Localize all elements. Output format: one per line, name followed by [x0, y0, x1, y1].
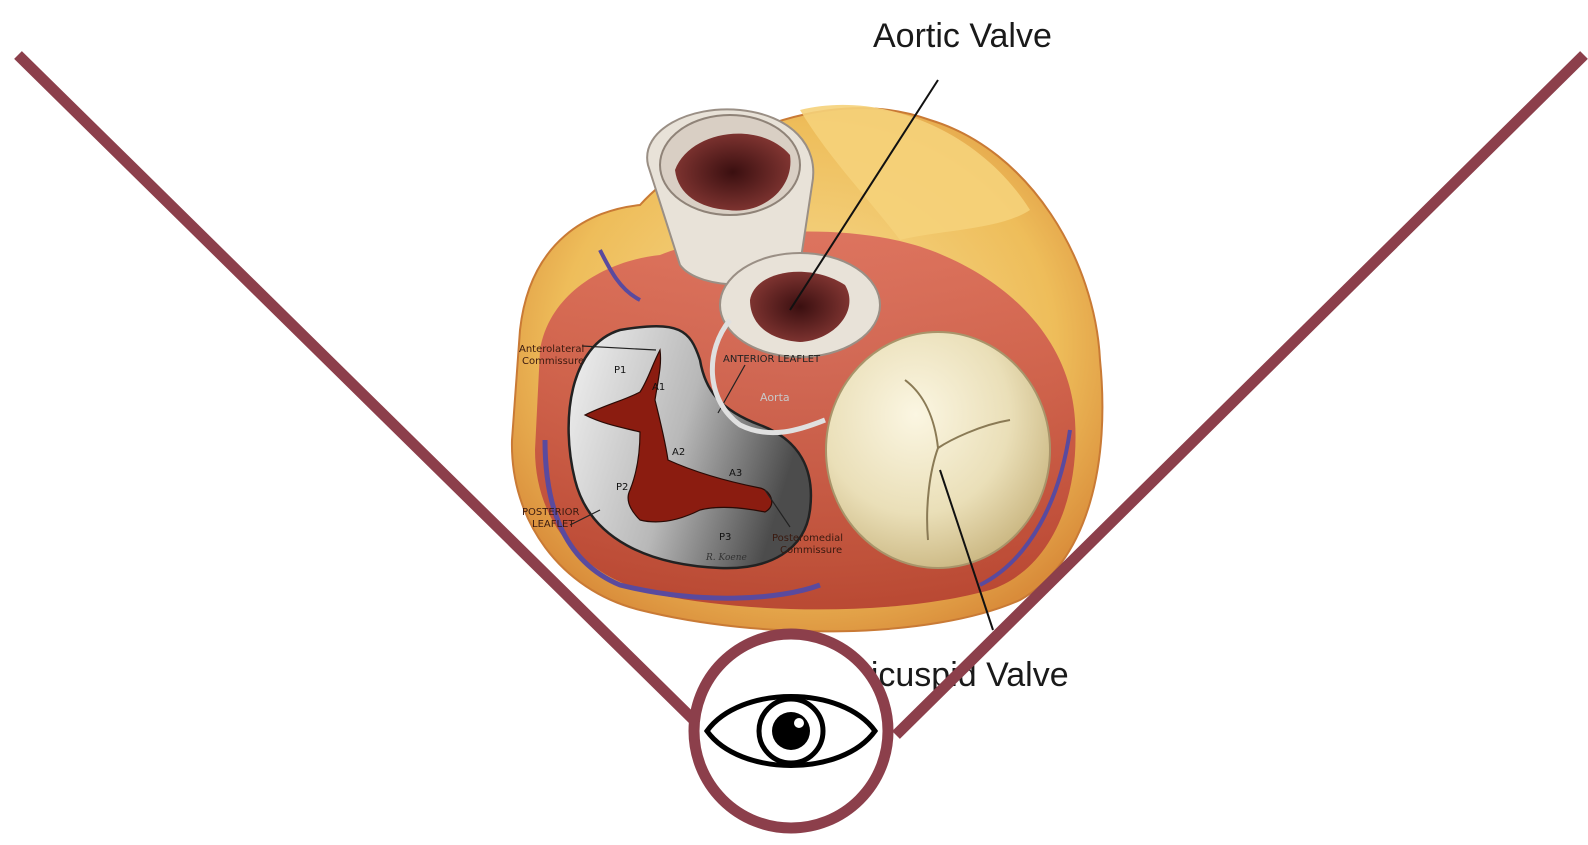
aortic-valve-label: Aortic Valve	[873, 17, 1052, 55]
anterolateral-label-1: Anterolateral	[519, 344, 584, 355]
viewer-badge	[694, 634, 888, 828]
segment-label-p3: P3	[719, 532, 731, 543]
posterior-leaflet-label-1: POSTERIOR	[522, 507, 579, 518]
anterior-leaflet-label: ANTERIOR LEAFLET	[723, 354, 821, 365]
segment-label-a1: A1	[652, 382, 665, 393]
tricuspid-valve	[826, 332, 1050, 568]
artist-signature: R. Koene	[705, 553, 747, 563]
posteromedial-label-2: Commissure	[780, 545, 842, 556]
segment-label-p2: P2	[616, 482, 628, 493]
aortic-valve	[720, 253, 880, 357]
segment-label-p1: P1	[614, 365, 626, 376]
segment-label-a3: A3	[729, 468, 742, 479]
posteromedial-label-1: Posteromedial	[772, 533, 843, 544]
posterior-leaflet-label-2: LEAFLET	[532, 519, 575, 530]
segment-label-a2: A2	[672, 447, 685, 458]
aorta-label: Aorta	[760, 391, 790, 404]
anterolateral-label-2: Commissure	[522, 356, 584, 367]
